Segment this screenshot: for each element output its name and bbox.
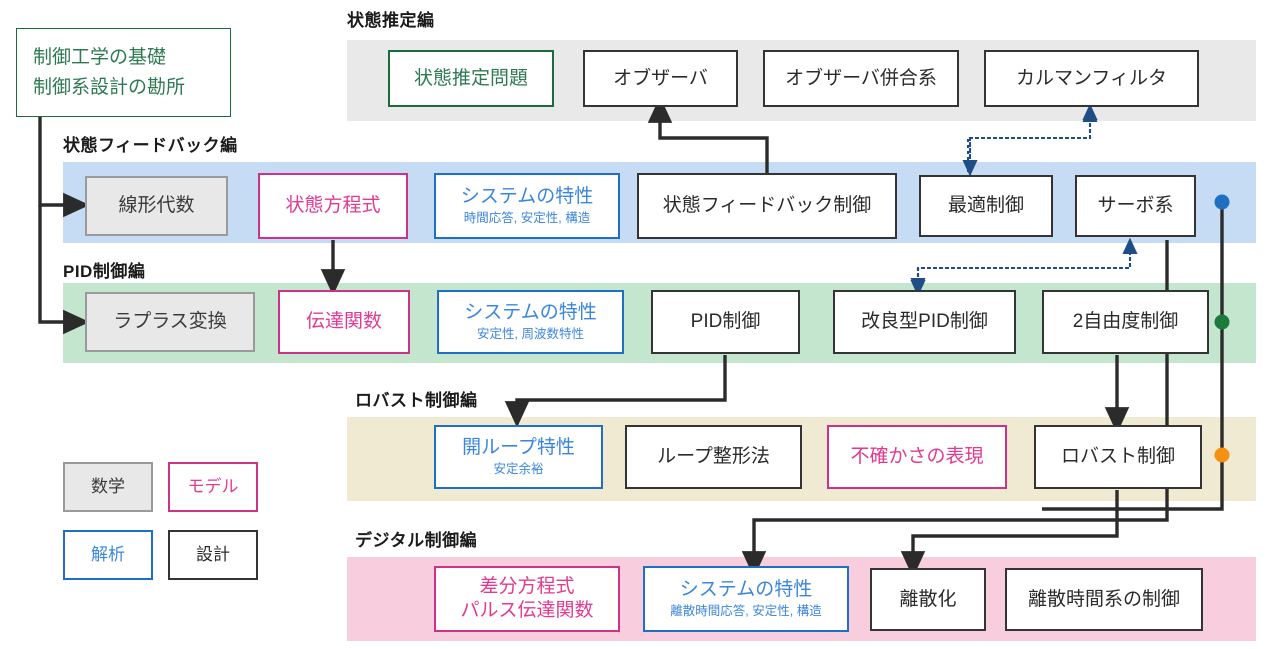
legend-item-math[interactable]: 数学 [63,462,153,512]
node-title: 離散化 [899,588,957,610]
node-subtitle: 安定余裕 [493,462,544,477]
node-title: 状態フィードバック制御 [662,195,872,217]
node-title: 不確かさの表現 [850,446,984,468]
node-system-char-state-feedback[interactable]: システムの特性 時間応答, 安定性, 構造 [434,173,620,239]
legend-item-model[interactable]: モデル [168,462,258,512]
band-label-digital: デジタル制御編 [355,531,478,550]
node-title: オブザーバ [613,67,708,89]
node-servo-system[interactable]: サーボ系 [1075,175,1196,237]
node-subtitle: 安定性, 周波数特性 [477,327,584,342]
node-title: 最適制御 [947,195,1024,217]
node-title: システムの特性 [679,579,813,601]
legend-label-math: 数学 [91,477,125,497]
node-state-estimation-problem[interactable]: 状態推定問題 [388,50,554,107]
band-label-state-feedback: 状態フィードバック編 [63,136,238,155]
root-box-line1: 制御工学の基礎 [33,47,167,69]
node-kalman-filter[interactable]: カルマンフィルタ [984,50,1199,107]
node-title: オブザーバ併合系 [785,67,937,89]
node-state-feedback-control[interactable]: 状態フィードバック制御 [637,173,897,239]
node-title: 差分方程式 [479,576,575,598]
legend-item-analysis[interactable]: 解析 [63,530,153,580]
node-observer-combined[interactable]: オブザーバ併合系 [763,50,959,107]
node-title: 状態推定問題 [413,67,528,89]
root-box-line2: 制御系設計の勘所 [33,76,186,98]
band-label-pid: PID制御編 [63,262,146,281]
node-observer[interactable]: オブザーバ [583,50,738,107]
node-title: サーボ系 [1097,195,1174,217]
node-title: 2自由度制御 [1072,311,1179,333]
legend-label-model: モデル [187,477,239,497]
node-pid-control[interactable]: PID制御 [651,290,800,354]
node-discrete-time-control[interactable]: 離散時間系の制御 [1005,568,1203,631]
node-title: 離散時間系の制御 [1027,588,1180,610]
node-subtitle: 時間応答, 安定性, 構造 [463,211,591,226]
node-title: システムの特性 [460,186,594,208]
node-title: ロバスト制御 [1060,446,1175,468]
node-difference-equation[interactable]: 差分方程式 パルス伝達関数 [434,566,620,632]
node-uncertainty-representation[interactable]: 不確かさの表現 [827,425,1007,489]
node-laplace-transform[interactable]: ラプラス変換 [85,292,255,352]
node-open-loop-char[interactable]: 開ループ特性 安定余裕 [434,425,603,489]
node-linear-algebra[interactable]: 線形代数 [85,176,228,236]
node-transfer-function[interactable]: 伝達関数 [278,290,410,354]
band-label-state-estimation: 状態推定編 [347,11,435,30]
node-title: ラプラス変換 [113,311,227,333]
node-system-char-pid[interactable]: システムの特性 安定性, 周波数特性 [437,290,624,354]
root-box[interactable]: 制御工学の基礎 制御系設計の勘所 [16,28,231,117]
node-title: 伝達関数 [305,311,382,333]
node-loop-shaping[interactable]: ループ整形法 [625,425,802,489]
node-title: カルマンフィルタ [1015,67,1168,89]
node-title: 状態方程式 [285,195,381,217]
legend-label-design: 設計 [196,545,230,565]
node-title: 開ループ特性 [462,437,575,459]
node-system-char-digital[interactable]: システムの特性 離散時間応答, 安定性, 構造 [643,566,849,632]
legend-item-design[interactable]: 設計 [168,530,258,580]
node-two-dof-control[interactable]: 2自由度制御 [1042,290,1209,354]
node-discretization[interactable]: 離散化 [870,568,986,631]
legend-label-analysis: 解析 [91,545,125,565]
band-label-robust: ロバスト制御編 [355,391,478,410]
node-state-equation[interactable]: 状態方程式 [258,173,408,239]
node-title: 改良型PID制御 [861,311,988,333]
node-title: システムの特性 [464,302,597,324]
node-subtitle: 離散時間応答, 安定性, 構造 [670,604,822,619]
node-title: ループ整形法 [657,446,770,468]
node-title: 線形代数 [118,195,195,217]
node-improved-pid-control[interactable]: 改良型PID制御 [833,290,1016,354]
node-optimal-control[interactable]: 最適制御 [919,175,1053,237]
node-title-line2: パルス伝達関数 [460,600,594,621]
node-title: PID制御 [690,311,761,333]
node-robust-control[interactable]: ロバスト制御 [1034,425,1202,489]
